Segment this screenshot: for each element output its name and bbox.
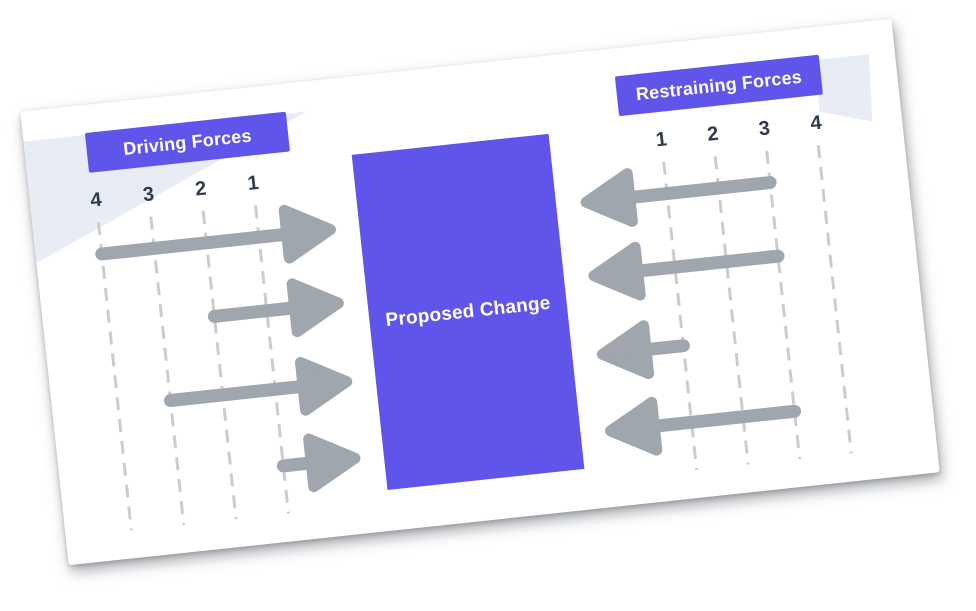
scale-gridline <box>254 205 290 514</box>
force-field-diagram-card: Driving Forces Restraining Forces Propos… <box>20 18 940 566</box>
scale-label-driving-4: 4 <box>89 188 103 212</box>
restraining-force-arrow-head <box>580 168 638 227</box>
proposed-change-label: Proposed Change <box>384 292 552 331</box>
scale-label-driving-3: 3 <box>141 183 156 207</box>
right-corner-wedge <box>814 54 873 122</box>
restraining-force-arrow-head <box>605 396 663 456</box>
driving-force-arrow-head <box>303 433 361 493</box>
restraining-force-arrow-shaft <box>625 176 777 204</box>
driving-forces-title: Driving Forces <box>122 124 253 159</box>
restraining-force-arrow-head <box>588 241 646 301</box>
driving-force-arrow-shaft <box>207 301 300 323</box>
restraining-force-arrow-head <box>596 320 655 380</box>
scale-gridline <box>816 145 853 454</box>
scale-gridline <box>201 210 238 520</box>
scale-gridline <box>662 161 699 471</box>
driving-force-arrow-shaft <box>163 380 308 408</box>
driving-force-arrow-head <box>294 356 353 416</box>
scale-label-restraining-3: 3 <box>757 117 772 141</box>
proposed-change-box: Proposed Change <box>351 133 585 490</box>
restraining-force-arrow-shaft <box>641 339 690 356</box>
scale-gridline <box>713 156 750 465</box>
driving-force-arrow-head <box>278 204 337 264</box>
scale-gridline <box>149 216 186 525</box>
restraining-force-arrow-shaft <box>633 249 785 278</box>
scale-gridline <box>765 150 802 460</box>
scale-label-restraining-4: 4 <box>809 111 823 135</box>
scale-gridline <box>96 221 133 531</box>
driving-force-arrow-shaft <box>95 227 292 261</box>
driving-force-arrow-shaft <box>276 456 316 473</box>
restraining-force-arrow-shaft <box>649 404 802 433</box>
scale-label-restraining-1: 1 <box>654 128 669 152</box>
driving-force-arrow-head <box>286 278 344 338</box>
restraining-forces-title: Restraining Forces <box>634 66 803 104</box>
scale-label-driving-1: 1 <box>246 171 260 196</box>
scale-label-driving-2: 2 <box>194 177 208 201</box>
scale-label-restraining-2: 2 <box>706 122 720 146</box>
